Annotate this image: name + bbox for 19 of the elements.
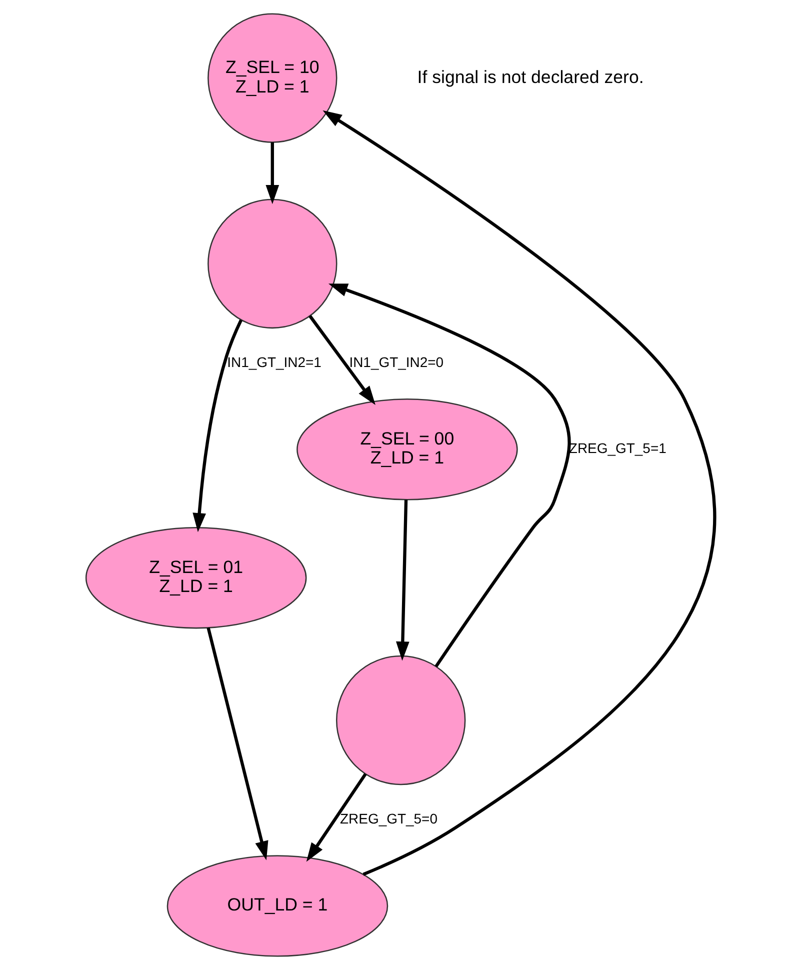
edge-label: IN1_GT_IN2=1 [227, 354, 322, 370]
arrow [266, 142, 280, 204]
edge-label: IN1_GT_IN2=0 [349, 354, 444, 370]
node-ellipse: Z_SEL = 01 Z_LD = 1 [85, 526, 307, 629]
node-circle [336, 655, 466, 786]
node-circle [208, 198, 338, 329]
edge-label: ZREG_GT_5=1 [568, 440, 666, 456]
edge-label: ZREG_GT_5=0 [340, 810, 438, 827]
label: If signal is not declared zero. [417, 66, 644, 87]
arrow [308, 315, 376, 406]
arrow [328, 284, 571, 668]
node-ellipse: Z_SEL = 00 Z_LD = 1 [296, 398, 518, 500]
node-ellipse: OUT_LD = 1 [166, 855, 388, 957]
arrow [206, 627, 268, 860]
node-circle: Z_SEL = 10 Z_LD = 1 [208, 13, 338, 143]
arrow [396, 500, 410, 661]
arrow [306, 773, 367, 862]
arrow [192, 319, 242, 532]
arrow [322, 110, 716, 876]
